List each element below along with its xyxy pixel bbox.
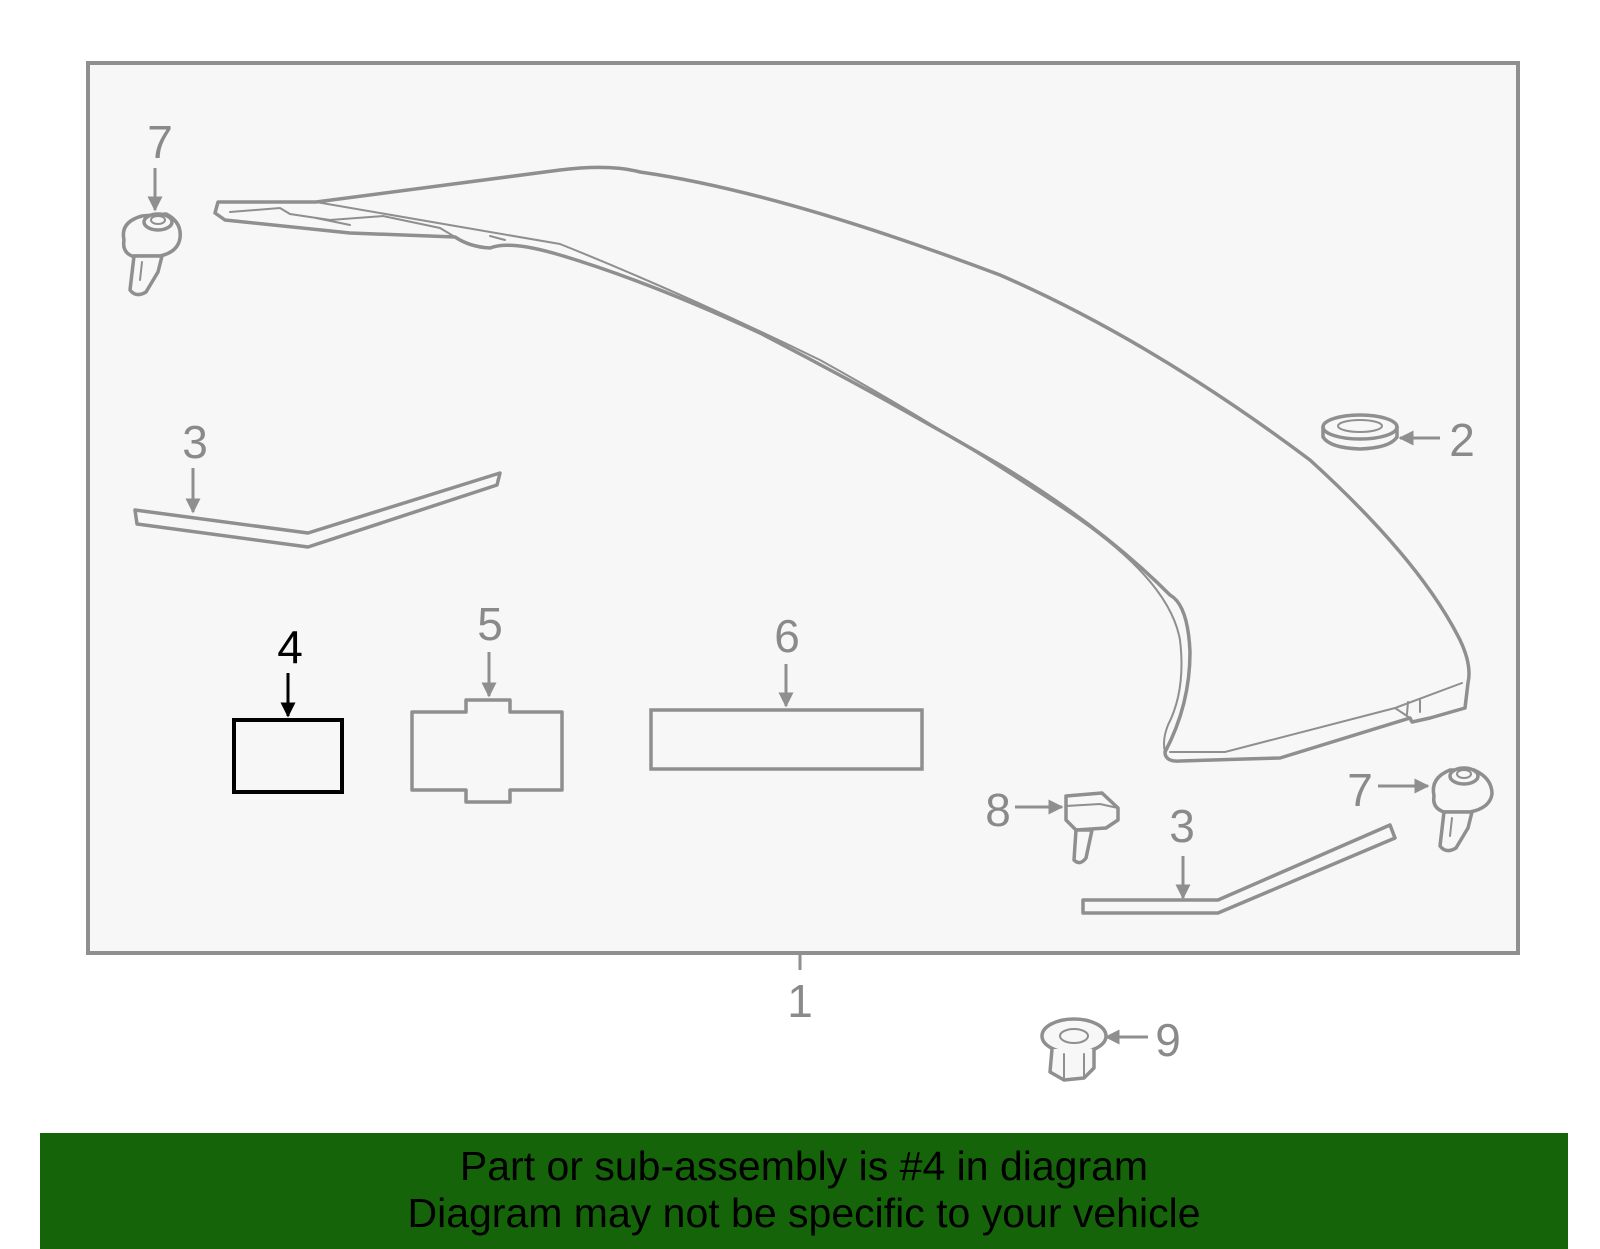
weatherstrip-part-3-left[interactable] (133, 471, 502, 549)
banner-line-2: Diagram may not be specific to your vehi… (407, 1190, 1201, 1236)
nut-part-9[interactable] (1040, 1017, 1108, 1082)
callout-7-left: 7 (147, 116, 173, 168)
callout-2: 2 (1449, 414, 1475, 466)
part-6-box[interactable] (649, 708, 924, 771)
part-5-shape[interactable] (410, 698, 564, 804)
banner-line-1: Part or sub-assembly is #4 in diagram (459, 1143, 1149, 1189)
callout-4: 4 (277, 621, 303, 673)
callout-9: 9 (1155, 1014, 1181, 1066)
info-banner: Part or sub-assembly is #4 in diagram Di… (40, 1133, 1568, 1249)
callout-6: 6 (774, 610, 800, 662)
spoiler-part[interactable] (213, 165, 1471, 763)
clip-part-8[interactable] (1064, 791, 1120, 865)
callout-3-right: 3 (1169, 800, 1195, 852)
grommet-part-2[interactable] (1321, 413, 1399, 451)
callout-8: 8 (985, 784, 1011, 836)
clip-part-7-right[interactable] (1431, 766, 1494, 853)
clip-part-7-left[interactable] (121, 212, 182, 297)
callout-5: 5 (477, 598, 503, 650)
callout-7-right: 7 (1347, 764, 1373, 816)
weatherstrip-part-3-right[interactable] (1081, 823, 1397, 915)
callout-3-left: 3 (182, 416, 208, 468)
callout-1: 1 (787, 975, 813, 1027)
part-4-box[interactable] (232, 718, 344, 794)
